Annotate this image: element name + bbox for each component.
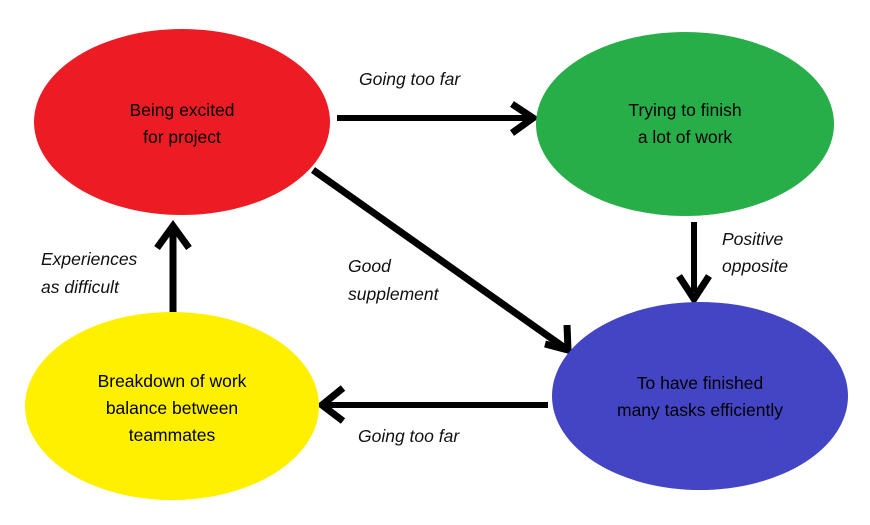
node-trying-to-finish-line-2: a lot of work xyxy=(638,127,733,147)
node-to-have-finished[interactable]: To have finished many tasks efficiently xyxy=(552,302,848,490)
node-breakdown-of-work-line-3: teammates xyxy=(129,425,216,445)
arrow-head-excited-to-trying xyxy=(509,101,540,136)
node-being-excited-shape[interactable] xyxy=(34,29,330,215)
edge-line-excited-to-finished xyxy=(310,167,568,351)
node-trying-to-finish-line-1: Trying to finish xyxy=(628,100,741,120)
node-breakdown-of-work-shape[interactable] xyxy=(25,312,319,500)
node-to-have-finished-line-2: many tasks efficiently xyxy=(617,400,783,420)
edge-breakdown-to-excited xyxy=(154,220,192,312)
edge-label-trying-to-finished-line-1: Positive xyxy=(722,229,784,249)
node-being-excited-line-1: Being excited xyxy=(129,100,234,120)
edge-excited-to-finished xyxy=(310,167,572,355)
node-being-excited[interactable]: Being excited for project xyxy=(34,29,330,215)
node-to-have-finished-line-1: To have finished xyxy=(637,373,763,393)
edge-label-excited-to-finished-line-1: Good xyxy=(348,256,392,276)
node-breakdown-of-work-line-2: balance between xyxy=(106,398,238,418)
edge-label-trying-to-finished-line-2: opposite xyxy=(722,256,788,276)
arrow-head-excited-to-finished xyxy=(544,324,572,355)
edge-excited-to-trying xyxy=(337,101,540,136)
node-breakdown-of-work-line-1: Breakdown of work xyxy=(98,371,247,391)
edge-label-excited-to-finished-line-2: supplement xyxy=(348,284,440,304)
node-to-have-finished-shape[interactable] xyxy=(552,302,848,490)
edge-label-excited-to-trying: Going too far xyxy=(359,69,461,89)
edge-label-breakdown-to-excited-line-1: Experiences xyxy=(41,249,138,269)
arrow-head-trying-to-finished xyxy=(676,274,712,306)
arrow-head-finished-to-breakdown xyxy=(316,385,346,424)
edge-label-finished-to-breakdown: Going too far xyxy=(358,426,460,446)
edge-finished-to-breakdown xyxy=(316,385,548,424)
edge-label-breakdown-to-excited-line-2: as difficult xyxy=(41,277,120,297)
node-breakdown-of-work[interactable]: Breakdown of work balance between teamma… xyxy=(25,312,319,500)
node-being-excited-line-2: for project xyxy=(143,127,221,147)
node-trying-to-finish-shape[interactable] xyxy=(536,32,834,216)
arrow-head-breakdown-to-excited xyxy=(154,220,192,251)
node-trying-to-finish[interactable]: Trying to finish a lot of work xyxy=(536,32,834,216)
edge-trying-to-finished xyxy=(676,222,712,306)
